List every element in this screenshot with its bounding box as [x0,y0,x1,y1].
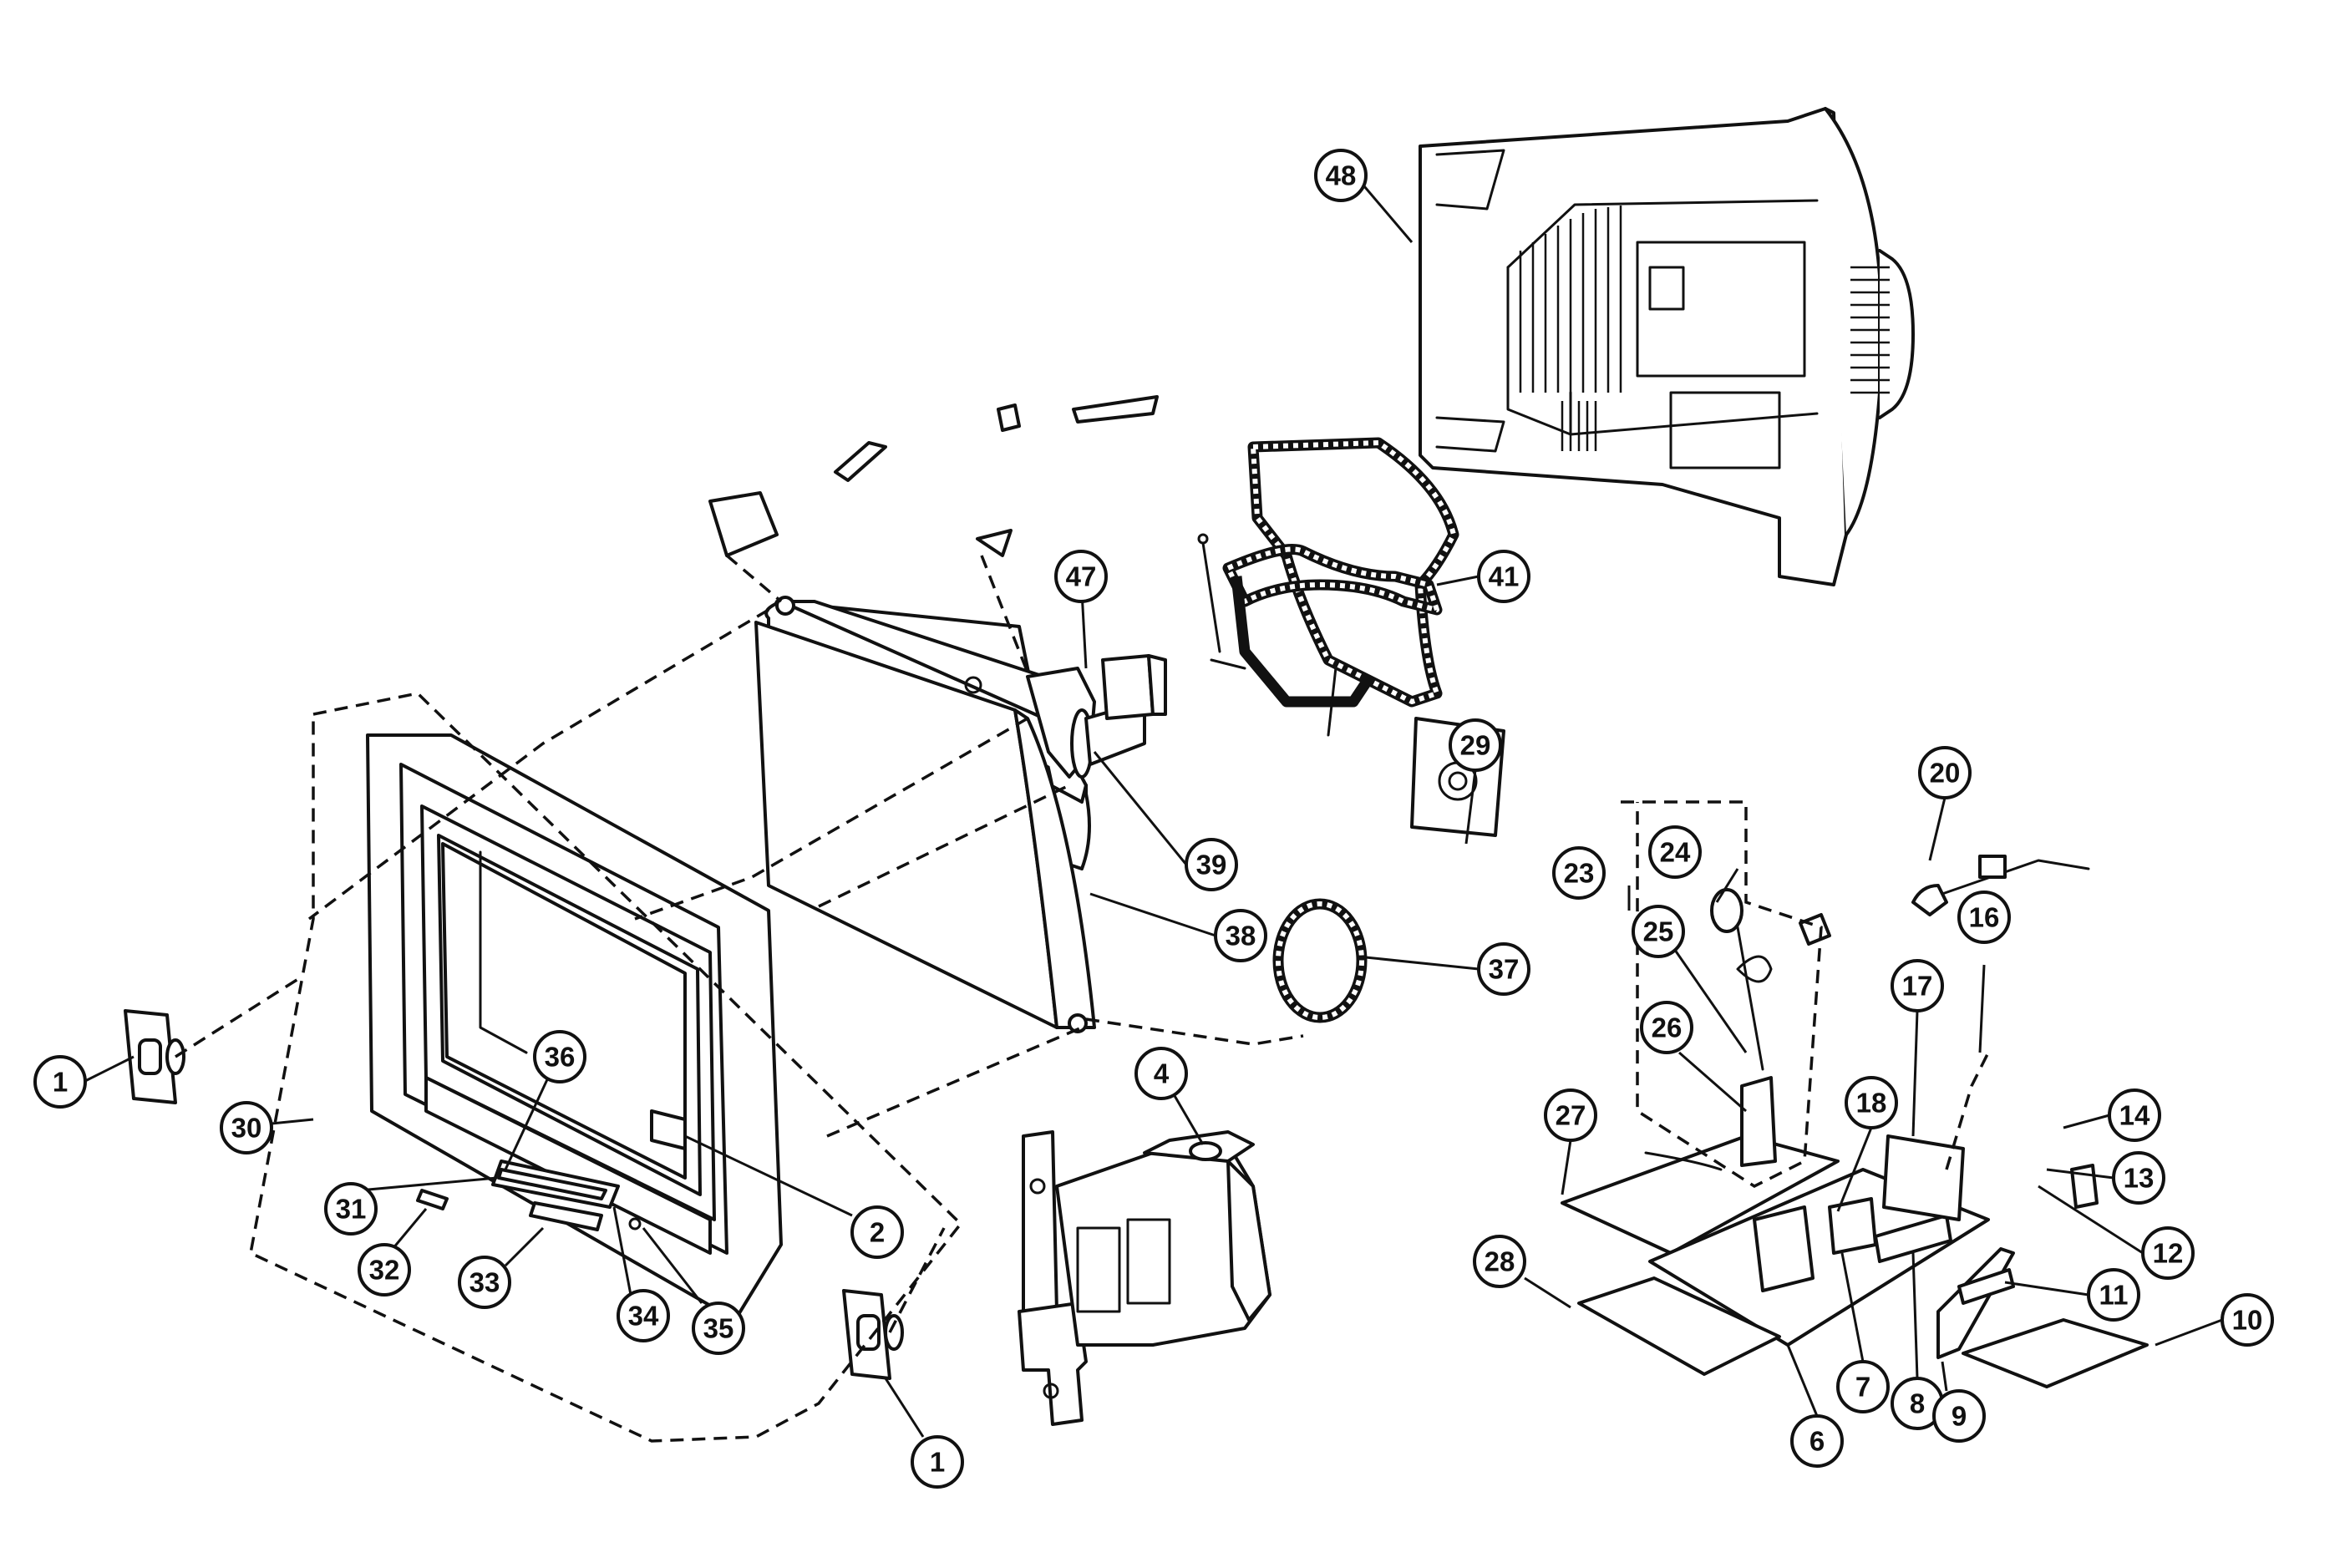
svg-text:8: 8 [1910,1388,1925,1419]
svg-text:13: 13 [2124,1163,2155,1194]
svg-text:30: 30 [231,1113,262,1144]
callout-47: 47 [1054,550,1108,603]
callout-30: 30 [220,1101,273,1154]
callout-26: 26 [1640,1001,1693,1054]
svg-text:38: 38 [1226,921,1256,951]
callout-48: 48 [1314,149,1368,202]
svg-text:48: 48 [1326,160,1357,191]
callout-12: 12 [2141,1226,2195,1280]
svg-text:41: 41 [1489,561,1520,592]
ring-magnet [1272,898,1368,1023]
degaussing-coil [1197,437,1459,737]
callout-39: 39 [1185,838,1238,891]
svg-text:23: 23 [1564,858,1595,889]
svg-text:17: 17 [1902,971,1933,1002]
svg-text:32: 32 [369,1255,400,1286]
svg-text:1: 1 [930,1447,945,1478]
svg-text:37: 37 [1489,954,1520,985]
svg-text:36: 36 [545,1042,576,1073]
svg-text:39: 39 [1196,850,1227,880]
svg-text:27: 27 [1556,1100,1586,1131]
stand-bracket [1018,1130,1271,1426]
mounting-bracket-left [124,1009,185,1104]
svg-text:9: 9 [1952,1401,1967,1432]
callout-36: 36 [533,1030,586,1083]
picture-tube [754,596,1096,1033]
callout-14: 14 [2108,1088,2161,1142]
svg-text:14: 14 [2119,1100,2150,1131]
leader-lines [83,175,2223,1438]
svg-text:11: 11 [2099,1280,2129,1311]
callout-20: 20 [1918,746,1972,799]
svg-text:1: 1 [53,1067,68,1098]
callout-34: 34 [617,1289,670,1342]
svg-text:18: 18 [1856,1088,1887,1119]
svg-text:6: 6 [1809,1426,1825,1457]
svg-text:29: 29 [1460,730,1491,761]
callout-4: 4 [1134,1047,1188,1100]
callout-9: 9 [1932,1389,1986,1443]
callout-18: 18 [1845,1076,1898,1129]
svg-text:12: 12 [2153,1238,2184,1269]
svg-text:33: 33 [469,1267,500,1298]
callout-24: 24 [1648,825,1702,879]
svg-text:25: 25 [1643,916,1674,947]
svg-text:20: 20 [1930,758,1961,789]
svg-text:35: 35 [703,1313,734,1344]
mounting-bracket-right [842,1289,904,1380]
svg-text:16: 16 [1969,902,2000,933]
callout-37: 37 [1477,942,1530,996]
svg-text:4: 4 [1154,1058,1170,1089]
callout-7: 7 [1836,1360,1890,1413]
neck-yoke-assembly [1026,654,1167,779]
svg-text:28: 28 [1485,1246,1515,1277]
front-cabinet [366,733,783,1322]
callout-10: 10 [2221,1293,2274,1347]
callout-25: 25 [1632,905,1685,958]
small-brackets [708,395,1159,557]
callout-13: 13 [2112,1151,2165,1205]
svg-text:7: 7 [1855,1372,1870,1403]
callout-2: 2 [850,1205,904,1259]
callout-32: 32 [358,1243,411,1297]
callout-38: 38 [1214,909,1267,962]
rear-cabinet [1419,107,1915,586]
callout-31: 31 [324,1182,378,1236]
callout-23: 23 [1552,846,1606,900]
callout-35: 35 [692,1302,745,1355]
svg-text:10: 10 [2232,1305,2263,1336]
callout-1-right: 1 [911,1435,964,1489]
svg-text:24: 24 [1660,837,1691,868]
callout-33: 33 [458,1256,511,1309]
callout-27: 27 [1544,1088,1597,1142]
callout-16: 16 [1957,891,2011,944]
callout-28: 28 [1473,1235,1526,1288]
svg-text:31: 31 [336,1194,367,1225]
assembly-outlines [175,554,1990,1443]
callout-41: 41 [1477,550,1530,603]
callout-1-left: 1 [33,1055,87,1109]
svg-text:47: 47 [1066,561,1097,592]
svg-text:26: 26 [1652,1012,1683,1043]
callout-6: 6 [1790,1414,1844,1468]
callout-11: 11 [2087,1268,2140,1322]
svg-text:2: 2 [870,1217,885,1248]
svg-text:34: 34 [628,1301,659,1332]
callout-29: 29 [1449,718,1502,772]
callout-17: 17 [1891,959,1944,1012]
